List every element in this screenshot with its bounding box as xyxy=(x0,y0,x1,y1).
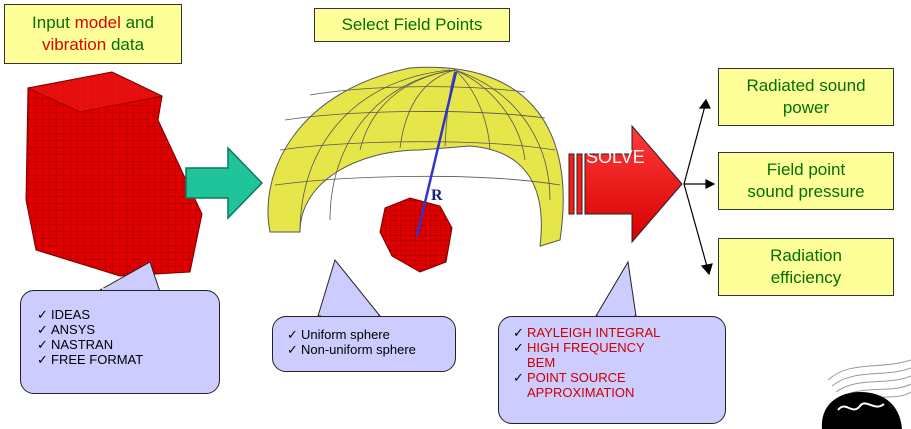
bubble-tails xyxy=(98,258,637,317)
method-hf-line1: HIGH FREQUENCY xyxy=(527,340,645,355)
input-text-and: and xyxy=(120,13,154,32)
check-icon: ✓ xyxy=(513,370,524,385)
radius-line xyxy=(415,71,458,237)
list-item: ✓NASTRAN xyxy=(37,337,209,352)
check-icon: ✓ xyxy=(513,340,524,355)
arrowhead-bottom xyxy=(700,263,713,276)
check-icon: ✓ xyxy=(513,325,524,340)
formats-bubble: ✓IDEAS ✓ANSYS ✓NASTRAN ✓FREE FORMAT xyxy=(20,290,220,394)
output-box-efficiency: Radiation efficiency xyxy=(718,238,894,296)
output-pressure-line1: Field point xyxy=(766,160,846,179)
input-text-vibration: vibration xyxy=(41,35,107,54)
radius-label: R xyxy=(431,187,443,204)
output-pressure-line2: sound pressure xyxy=(747,182,865,201)
check-icon: ✓ xyxy=(37,337,48,352)
input-data-box: Input model and vibration data xyxy=(4,4,182,64)
output-power-line2: power xyxy=(782,98,830,117)
input-text-a: Input xyxy=(32,13,75,32)
format-free: FREE FORMAT xyxy=(51,352,144,367)
format-ansys: ANSYS xyxy=(51,322,96,337)
list-item: ✓Non-uniform sphere xyxy=(287,342,445,357)
check-icon: ✓ xyxy=(287,327,298,342)
method-hf-line2: BEM xyxy=(527,355,556,370)
list-item: ✓Uniform sphere xyxy=(287,327,445,342)
input-model-mesh xyxy=(25,71,203,277)
select-field-points-box: Select Field Points xyxy=(314,8,510,42)
solve-label: SOLVE xyxy=(586,147,645,167)
check-icon: ✓ xyxy=(287,342,298,357)
check-icon: ✓ xyxy=(37,322,48,337)
output-arrows xyxy=(683,98,716,276)
check-icon: ✓ xyxy=(37,307,48,322)
method-ps-line2: APPROXIMATION xyxy=(527,385,635,400)
output-efficiency-line2: efficiency xyxy=(770,268,842,287)
check-icon: ✓ xyxy=(37,352,48,367)
list-item: ✓IDEAS xyxy=(37,307,209,322)
output-power-line1: Radiated sound xyxy=(746,76,866,95)
sphere-uniform: Uniform sphere xyxy=(301,327,390,342)
method-ps-line1: POINT SOURCE xyxy=(527,370,626,385)
list-item: ✓ANSYS xyxy=(37,322,209,337)
output-efficiency-line1: Radiation xyxy=(770,246,842,265)
output-box-power: Radiated sound power xyxy=(718,68,894,126)
logo xyxy=(821,359,911,429)
input-text-data: data xyxy=(106,35,145,54)
format-nastran: NASTRAN xyxy=(51,337,114,352)
list-item: ✓RAYLEIGH INTEGRAL xyxy=(513,325,715,340)
transfer-arrow xyxy=(185,146,264,220)
arrowhead-mid xyxy=(705,179,716,189)
input-text-model: model xyxy=(74,13,121,32)
arrowhead-top xyxy=(698,98,711,109)
select-field-points-label: Select Field Points xyxy=(341,15,483,34)
list-item: ✓FREE FORMAT xyxy=(37,352,209,367)
method-rayleigh: RAYLEIGH INTEGRAL xyxy=(527,325,661,340)
sphere-types-bubble: ✓Uniform sphere ✓Non-uniform sphere xyxy=(272,316,456,372)
sphere-nonuniform: Non-uniform sphere xyxy=(301,342,416,357)
solve-arrow xyxy=(568,124,683,244)
output-box-pressure: Field point sound pressure xyxy=(718,152,894,210)
format-ideas: IDEAS xyxy=(51,307,91,322)
